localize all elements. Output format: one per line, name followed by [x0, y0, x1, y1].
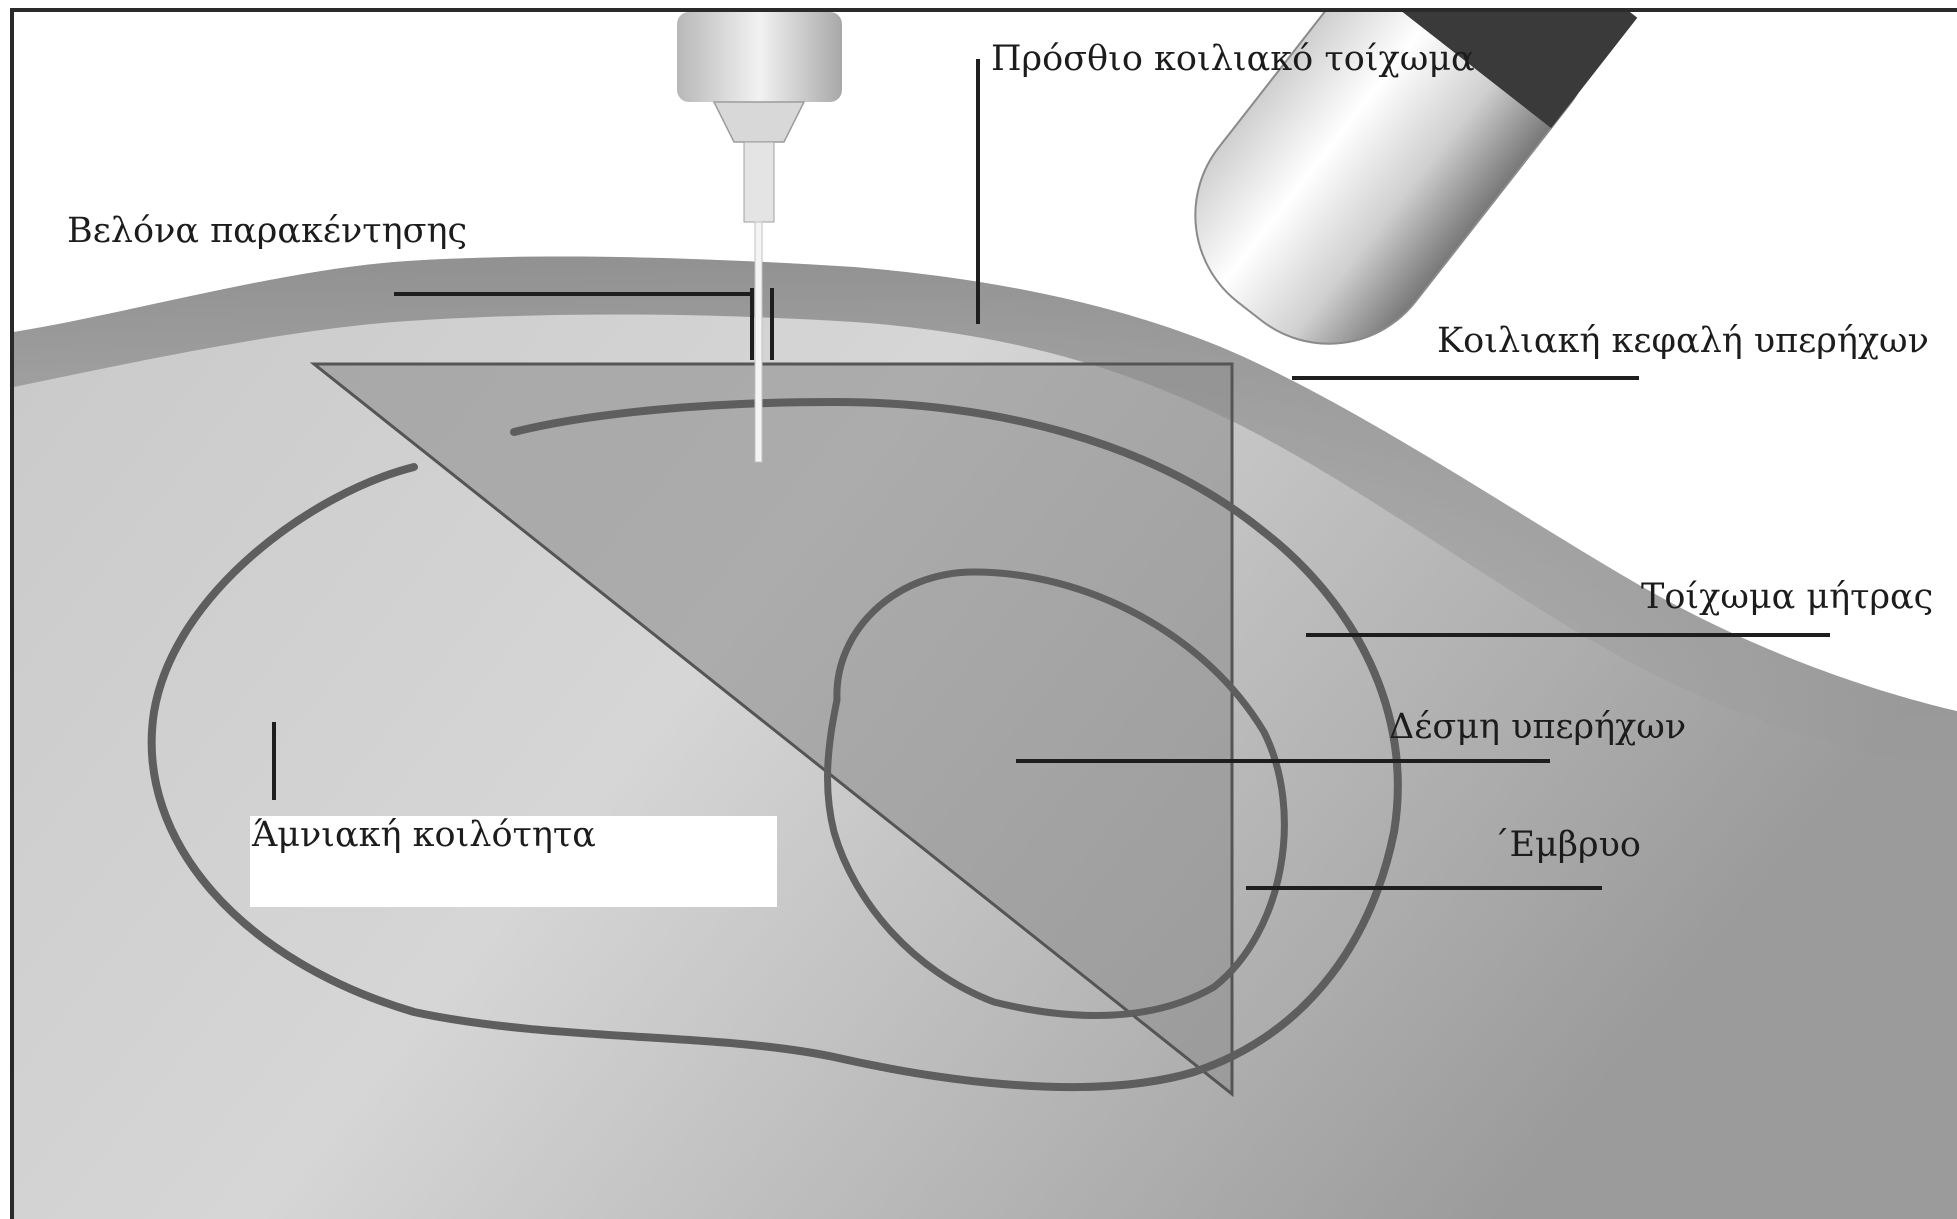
uterine-wall-label: Τοίχωμα μήτρας	[1641, 580, 1933, 615]
syringe-hub	[714, 102, 804, 142]
transducer-label: Κοιλιακή κεφαλή υπερήχων	[1437, 324, 1929, 359]
needle-label: Βελόνα παρακέντησης	[67, 214, 467, 249]
needle-shaft	[755, 222, 762, 462]
needle-leader-tick-1	[750, 288, 754, 360]
needle-hub	[744, 142, 774, 222]
abdominal-wall-leader	[976, 59, 980, 324]
abdominal-wall-label: Πρόσθιο κοιλιακό τοίχωμα	[991, 42, 1475, 77]
amniocentesis-diagram: Βελόνα παρακέντησης Πρόσθιο κοιλιακό τοί…	[10, 8, 1957, 1219]
ultrasound-beam-leader	[1016, 759, 1550, 763]
ultrasound-beam-label: Δέσμη υπερήχων	[1389, 710, 1686, 745]
syringe-body	[677, 12, 842, 102]
amniotic-cavity-label: Άμνιακή κοιλότητα	[252, 818, 596, 853]
fetus-leader	[1246, 886, 1602, 890]
uterine-wall-leader	[1306, 633, 1830, 637]
amniotic-cavity-leader	[272, 722, 276, 800]
needle-leader-tick-2	[770, 288, 774, 360]
fetus-label: ΄Εμβρυο	[1492, 828, 1641, 863]
transducer-leader	[1292, 376, 1639, 380]
needle-leader	[394, 292, 754, 296]
